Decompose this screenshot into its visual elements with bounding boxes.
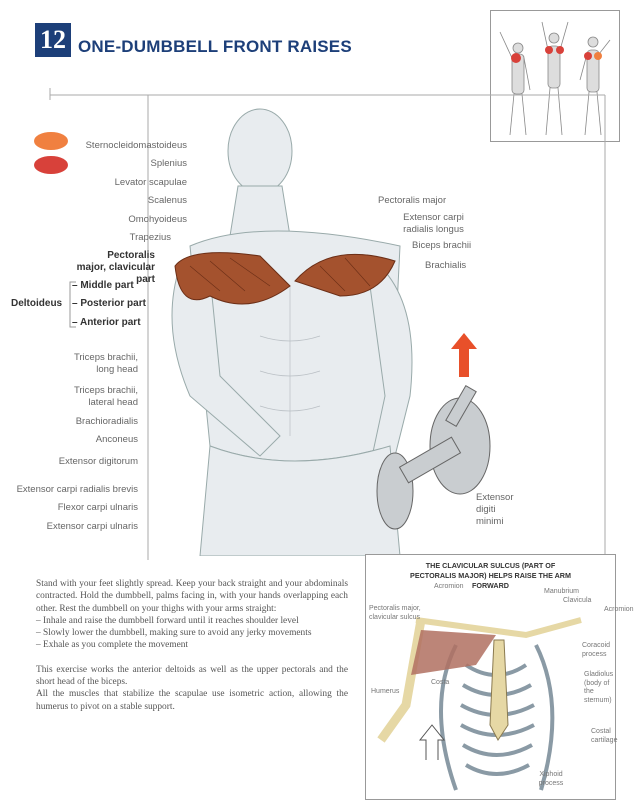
label-flexor-carpi-ulnaris: Flexor carpi ulnaris	[57, 502, 138, 513]
inset-label-humerus: Humerus	[371, 688, 400, 695]
label-pectoralis-clavicular: Pectoralis major, clavicular part	[76, 250, 155, 285]
step-2: – Slowly lower the dumbbell, making sure…	[36, 628, 312, 639]
label-splenius: Splenius	[150, 158, 187, 169]
label-deltoid-anterior: – Anterior part	[72, 317, 141, 328]
description-muscles: This exercise works the anterior deltoid…	[36, 664, 348, 688]
inset-label-costal-cartilage: Costal cartilage	[591, 728, 618, 744]
label-pectoralis-major: Pectoralis major	[378, 195, 447, 206]
anatomy-illustration	[171, 108, 491, 556]
label-extensor-carpi-radialis-brevis: Extensor carpi radialis brevis	[16, 484, 138, 495]
description-intro: Stand with your feet slightly spread. Ke…	[36, 579, 348, 614]
exercise-number-badge: 12	[35, 23, 71, 57]
label-levator-scapulae: Levator scapulae	[114, 177, 187, 188]
inset-title: THE CLAVICULAR SULCUS (PART OF PECTORALI…	[410, 561, 571, 590]
legend-oval-secondary	[34, 132, 68, 150]
inset-label-costa: Costa	[431, 679, 450, 686]
exercise-description: Stand with your feet slightly spread. Ke…	[36, 578, 348, 725]
label-scalenus: Scalenus	[147, 195, 187, 206]
label-brachialis: Brachialis	[425, 260, 467, 271]
label-sternocleidomastoideus: Sternocleidomastoideus	[85, 140, 187, 151]
step-3: – Exhale as you complete the movement	[36, 640, 189, 651]
inset-label-coracoid-process: Coracoid process	[582, 642, 611, 658]
label-trapezius: Trapezius	[129, 232, 171, 243]
label-omohyoideus: Omohyoideus	[128, 214, 187, 225]
label-extensor-digiti-minimi: Extensor digiti minimi	[476, 492, 514, 527]
inset-label-xiphoid-process: Xiphoid process	[538, 771, 564, 787]
label-extensor-carpi-radialis-longus: Extensor carpi radialis longus	[403, 212, 464, 235]
label-deltoid-posterior: – Posterior part	[72, 298, 146, 309]
inset-label-manubrium: Manubrium	[544, 588, 580, 595]
label-deltoid-middle: – Middle part	[72, 280, 134, 291]
inset-label-acromion-left: Acromion	[434, 583, 464, 590]
inset-label-pectoralis-clavicular-sulcus: Pectoralis major, clavicular sulcus	[369, 605, 421, 621]
label-anconeus: Anconeus	[95, 434, 138, 445]
label-triceps-lateral-head: Triceps brachii, lateral head	[73, 385, 138, 408]
label-brachioradialis: Brachioradialis	[75, 416, 138, 427]
inset-label-clavicula: Clavicula	[563, 597, 592, 604]
page-title: ONE-DUMBBELL FRONT RAISES	[78, 37, 352, 56]
label-extensor-digitorum: Extensor digitorum	[58, 456, 138, 467]
inset-panel: THE CLAVICULAR SULCUS (PART OF PECTORALI…	[365, 554, 634, 800]
arrow-up-icon	[451, 333, 477, 377]
step-1: – Inhale and raise the dumbbell forward …	[36, 615, 299, 626]
thumbnail-figures	[490, 10, 620, 142]
description-stabilizers: All the muscles that stabilize the scapu…	[36, 689, 348, 712]
inset-label-gladiolus: Gladiolus (body of the sternum)	[584, 671, 614, 704]
ribcage-illustration	[377, 617, 582, 791]
label-extensor-carpi-ulnaris: Extensor carpi ulnaris	[46, 521, 138, 532]
label-biceps-brachii: Biceps brachii	[412, 240, 472, 251]
legend-oval-primary	[34, 156, 68, 174]
label-triceps-long-head: Triceps brachii, long head	[73, 352, 138, 375]
label-deltoideus: Deltoideus	[11, 298, 63, 309]
inset-label-acromion-right: Acromion	[604, 606, 634, 613]
